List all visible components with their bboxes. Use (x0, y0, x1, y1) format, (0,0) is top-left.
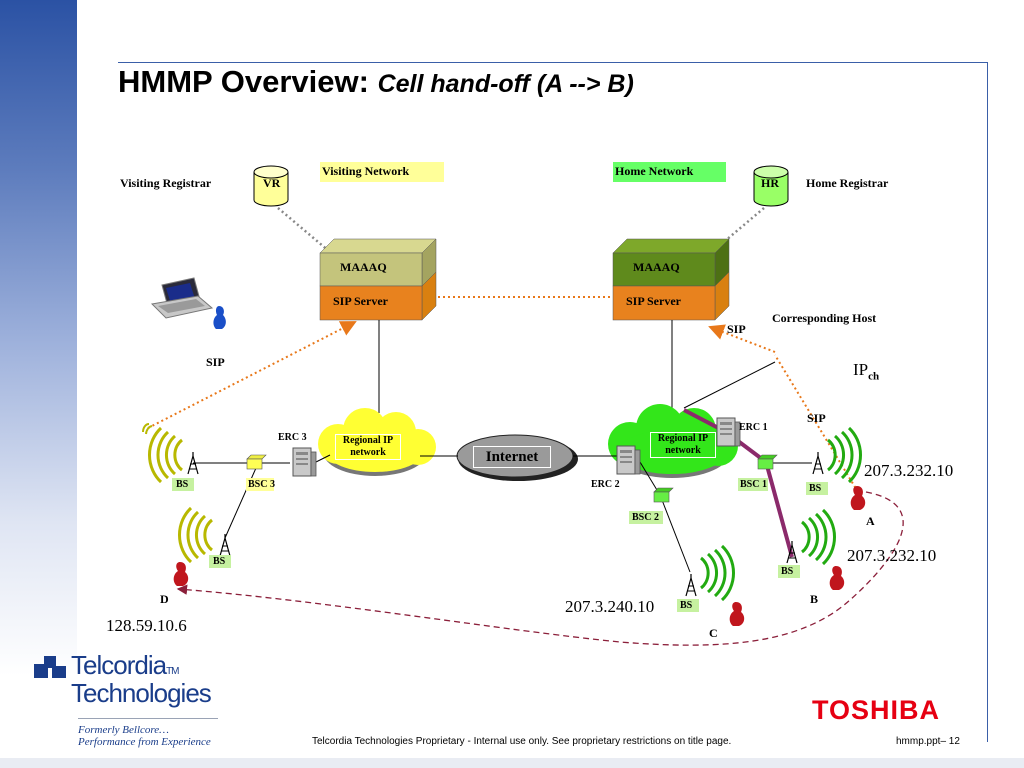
footer-text: Telcordia Technologies Proprietary - Int… (312, 736, 732, 747)
bs-label-left-lower: BS (213, 556, 226, 567)
left-sip-server-label: SIP Server (333, 294, 388, 308)
sip-label-mid: SIP (727, 322, 746, 336)
mobile-antenna-icon (142, 423, 153, 435)
bsc2-to-bs-c (661, 499, 691, 573)
title-main: HMMP Overview: (118, 64, 369, 99)
bs-tag-bg (778, 565, 800, 578)
left-maaaq-label: MAAAQ (340, 260, 387, 274)
bsc2-label: BSC 2 (632, 512, 659, 523)
regional-cloud-left (318, 408, 436, 476)
sip-arrow-to-home-server (708, 324, 776, 353)
erc2-label: ERC 2 (591, 479, 620, 490)
regional-right-label: Regional IP network (650, 432, 716, 458)
home-registrar-label: Home Registrar (806, 176, 889, 190)
telcordia-rule (78, 718, 218, 719)
vr-database-icon (253, 165, 289, 207)
frame-right-line (987, 62, 988, 742)
page-title: HMMP Overview: Cell hand-off (A --> B) (118, 64, 634, 100)
telcordia-mark-icon (34, 656, 66, 678)
bs-tag-bg (677, 599, 699, 612)
bs-tower-a (812, 426, 862, 484)
node-c-label: C (709, 626, 718, 640)
node-b-label: B (810, 592, 819, 606)
user-icon-c (729, 602, 745, 626)
erc1-computer-icon (716, 417, 741, 447)
bsc1-box-icon (757, 454, 778, 470)
vr-link (277, 207, 331, 253)
bsc2-box-icon (653, 487, 674, 503)
corresponding-host-label: Corresponding Host (772, 311, 877, 325)
bs-tag-bg (172, 478, 194, 491)
sidebar-gradient (0, 0, 77, 768)
erc1-label: ERC 1 (739, 422, 768, 433)
bs-tag-bg (806, 482, 828, 495)
node-a-label: A (866, 514, 875, 528)
bsc2-tag-bg (629, 511, 663, 524)
ip-ch-label: IPch (853, 360, 880, 383)
bs-tower-b (786, 508, 836, 566)
hr-database-icon (753, 165, 789, 207)
hr-label: HR (761, 176, 779, 190)
internet-label: Internet (473, 446, 551, 468)
bs-tower-left-lower (178, 506, 231, 564)
visiting-registrar-label: Visiting Registrar (120, 176, 212, 190)
bs-label-a: BS (809, 483, 822, 494)
regional-left-label: Regional IP network (335, 434, 401, 460)
home-network-label: Home Network (615, 164, 694, 178)
bs-tag-bg (209, 555, 231, 568)
bs-tower-left-upper (148, 426, 199, 484)
telcordia-tagline: Formerly Bellcore… Performance from Expe… (78, 724, 211, 748)
erc2-computer-icon (616, 445, 641, 475)
bs-label-left-upper: BS (176, 479, 189, 490)
right-server-stack (612, 238, 730, 321)
ip-a: 207.3.232.10 (864, 461, 954, 480)
erc3-to-cloud (315, 454, 331, 463)
regional-cloud-right (608, 404, 738, 478)
bs-tower-c (685, 544, 735, 602)
tagline-1: Formerly Bellcore… (78, 724, 169, 736)
right-maaaq-label: MAAAQ (633, 260, 680, 274)
user-icon-a (850, 486, 866, 510)
user-icon-b (829, 566, 845, 590)
sip-arrow-left (147, 321, 357, 429)
laptop-icon (150, 277, 214, 319)
bsc3-label: BSC 3 (248, 479, 275, 490)
home-network-box (613, 162, 726, 182)
bottom-bar (0, 758, 1024, 768)
visiting-network-box (320, 162, 444, 182)
title-subtitle: Cell hand-off (A --> B) (377, 70, 634, 98)
tagline-2: Performance from Experience (78, 736, 211, 748)
bsc3-tag-bg (246, 478, 274, 491)
sip-label-right: SIP (807, 411, 826, 425)
sip-line-from-a (774, 354, 859, 493)
ip-d: 128.59.10.6 (106, 616, 187, 635)
visiting-network-label: Visiting Network (322, 164, 410, 178)
telcordia-wordmark-1: TelcordiaTM (71, 650, 180, 680)
user-icon-laptop (213, 306, 226, 329)
vr-label: VR (263, 176, 281, 190)
user-icon-d (173, 562, 189, 586)
erc3-label: ERC 3 (278, 432, 307, 443)
ip-c: 207.3.240.10 (565, 597, 655, 616)
toshiba-logo: TOSHIBA (812, 695, 941, 725)
left-server-stack (319, 238, 437, 321)
bsc1-tag-bg (738, 478, 768, 491)
handoff-path-purple (683, 408, 794, 558)
erc3-computer-icon (292, 447, 317, 477)
bsc3-box-icon (246, 454, 267, 470)
frame-top-line (118, 62, 988, 63)
sip-label-left: SIP (206, 355, 225, 369)
ip-b: 207.3.232.10 (847, 546, 937, 565)
bs-label-c: BS (680, 600, 693, 611)
node-d-label: D (160, 592, 169, 606)
bs-label-b: BS (781, 566, 794, 577)
footer-page-number: hmmp.ppt– 12 (896, 736, 960, 747)
right-sip-server-label: SIP Server (626, 294, 681, 308)
telcordia-wordmark-2: Technologies (71, 678, 212, 708)
corresponding-host-line (683, 361, 776, 409)
bsc1-label: BSC 1 (740, 479, 767, 490)
